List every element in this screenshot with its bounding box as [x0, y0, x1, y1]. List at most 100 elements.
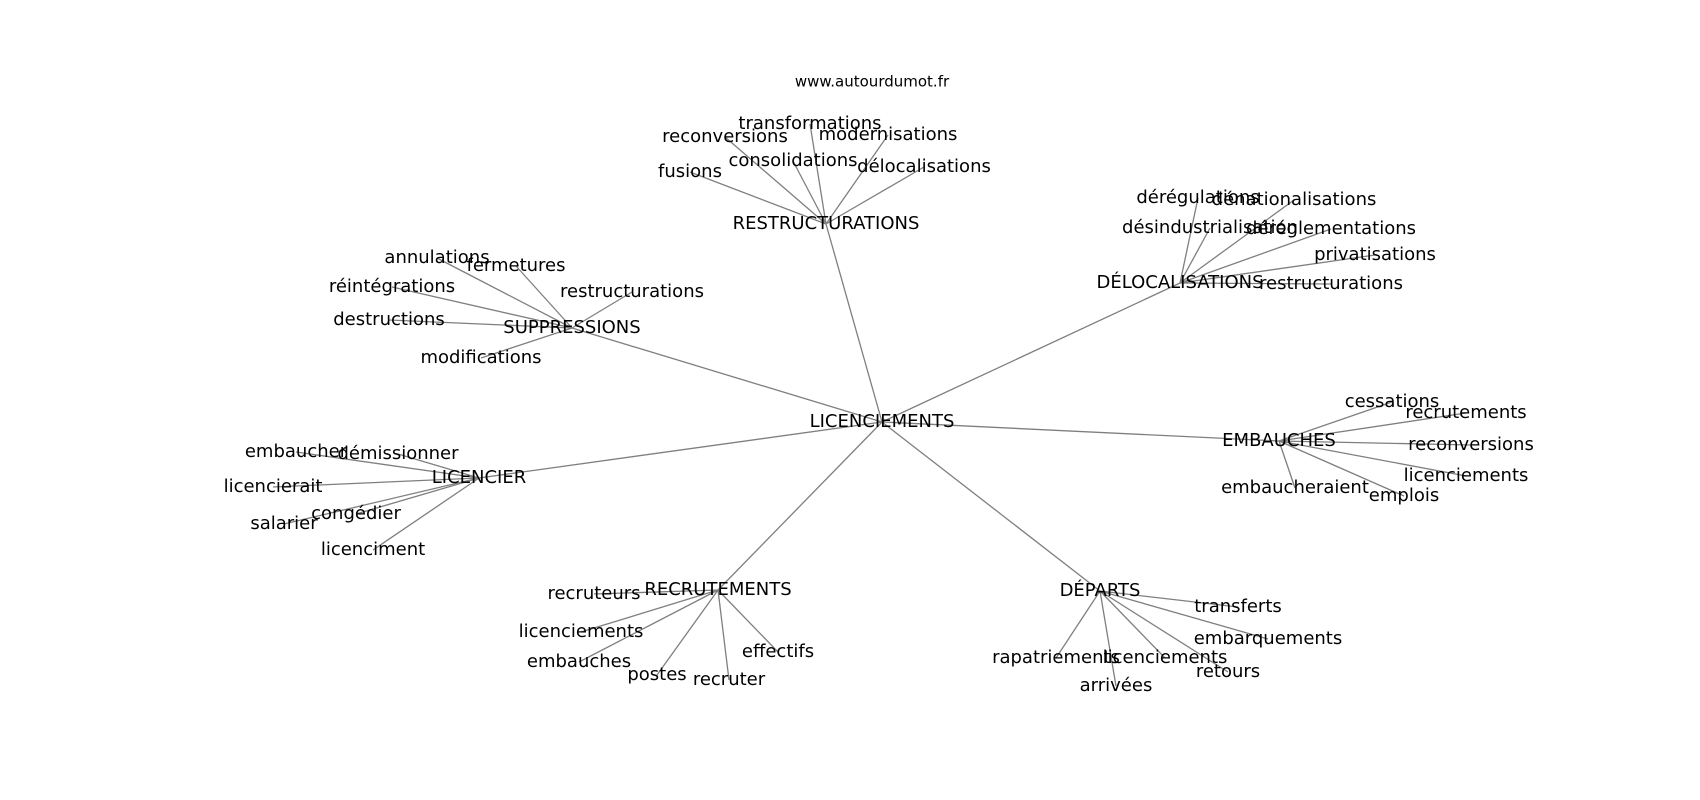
edge-group-2-word-4	[388, 319, 573, 329]
word-node-label: annulations	[384, 247, 489, 268]
edge-center-to-2	[571, 327, 883, 423]
word-node-label: reconversions	[1408, 434, 1534, 455]
edge-group-6-word-2	[1055, 590, 1101, 659]
edge-group-1-word-1	[1179, 199, 1295, 284]
word-node-label: transferts	[1194, 596, 1282, 617]
word-node-label: démissionner	[337, 443, 459, 464]
edge-group-6-word-0	[1099, 590, 1239, 608]
watermark-text: www.autourdumot.fr	[795, 73, 950, 91]
group-node-label: DÉPARTS	[1060, 579, 1141, 601]
edge-group-4-word-1	[397, 453, 480, 479]
word-node-label: licenciment	[321, 539, 425, 560]
word-node-label: rapatriements	[992, 647, 1120, 668]
edge-group-6-word-3	[1099, 590, 1166, 659]
edge-group-2-word-3	[571, 291, 633, 329]
word-node-label: cessations	[1345, 391, 1440, 412]
word-node-label: embauches	[527, 651, 631, 672]
word-node-label: embaucheraient	[1221, 477, 1369, 498]
edge-center-to-1	[881, 282, 1181, 423]
edge-group-6-word-4	[1099, 590, 1229, 673]
word-node-label: licenciements	[519, 621, 644, 642]
word-node-label: fusions	[658, 161, 722, 182]
word-node-label: désindustrialisation	[1122, 217, 1298, 238]
word-node-label: postes	[627, 664, 686, 685]
word-node-label: licencierait	[224, 476, 323, 497]
edge-group-5-word-5	[717, 589, 730, 681]
word-node-label: effectifs	[742, 641, 814, 662]
word-node-label: réintégrations	[329, 276, 455, 297]
group-node-label: LICENCIER	[432, 467, 527, 488]
edge-group-3-word-2	[1278, 440, 1472, 446]
edge-group-1-word-2	[1179, 227, 1211, 284]
word-node-label: emplois	[1369, 485, 1439, 506]
word-node-label: privatisations	[1314, 244, 1436, 265]
group-node-label: SUPPRESSIONS	[503, 317, 640, 338]
edge-group-1-word-5	[1179, 282, 1332, 285]
edge-group-1-word-0	[1179, 197, 1199, 284]
word-node-label: dérégulations	[1136, 187, 1259, 208]
word-node-label: embarquements	[1194, 628, 1343, 649]
edge-group-0-word-2	[825, 134, 889, 225]
edge-center-to-6	[881, 421, 1101, 592]
word-node-label: délocalisations	[857, 156, 991, 177]
word-node-label: embaucher	[245, 441, 348, 462]
edge-group-5-word-0	[593, 589, 719, 595]
edge-group-4-word-2	[272, 477, 480, 488]
edge-group-2-word-0	[436, 257, 573, 329]
word-node-label: dénationalisations	[1212, 189, 1377, 210]
group-node-label: RECRUTEMENTS	[644, 579, 791, 600]
edge-group-2-word-5	[480, 327, 573, 359]
word-node-label: reconversions	[662, 126, 788, 147]
word-node-label: congédier	[311, 503, 401, 524]
edge-group-4-word-0	[295, 451, 480, 479]
edge-group-3-word-5	[1278, 440, 1405, 497]
group-node-label: DÉLOCALISATIONS	[1096, 271, 1263, 293]
word-node-label: restructurations	[1259, 273, 1403, 294]
group-node-label: RESTRUCTURATIONS	[733, 213, 920, 234]
word-node-label: retours	[1196, 661, 1260, 682]
edge-group-2-word-2	[391, 286, 573, 329]
word-node-label: recruteurs	[547, 583, 640, 604]
edge-group-0-word-1	[724, 136, 827, 225]
edge-group-5-word-1	[580, 589, 719, 633]
word-node-label: modifications	[420, 347, 541, 368]
word-node-label: modernisations	[819, 124, 958, 145]
word-node-label: consolidations	[728, 150, 857, 171]
edge-group-0-word-3	[792, 160, 827, 225]
edge-group-1-word-4	[1179, 254, 1376, 284]
word-node-label: recrutements	[1405, 402, 1526, 423]
word-node-label: arrivées	[1080, 675, 1153, 696]
word-node-label: transformations	[738, 113, 881, 134]
edge-group-5-word-3	[717, 589, 779, 653]
graph-edges	[272, 123, 1472, 687]
edge-group-3-word-1	[1278, 412, 1467, 442]
edge-group-3-word-3	[1278, 440, 1467, 477]
edge-center-to-4	[478, 421, 883, 479]
edge-group-1-word-3	[1179, 228, 1332, 284]
edge-center-to-0	[825, 223, 883, 423]
edge-group-5-word-2	[578, 589, 719, 663]
word-node-label: destructions	[333, 309, 445, 330]
edge-group-4-word-4	[283, 477, 480, 525]
center-node-label: LICENCIEMENTS	[810, 411, 955, 432]
edge-group-4-word-3	[355, 477, 480, 515]
edge-group-3-word-0	[1278, 401, 1393, 442]
group-node-label: EMBAUCHES	[1222, 430, 1336, 451]
word-node-label: recruter	[693, 669, 766, 690]
edge-group-6-word-5	[1099, 590, 1117, 687]
word-node-label: fermetures	[466, 255, 565, 276]
edge-group-3-word-4	[1278, 440, 1296, 489]
word-node-label: licenciements	[1404, 465, 1529, 486]
edge-group-0-word-5	[825, 166, 925, 225]
edge-center-to-3	[881, 421, 1280, 442]
graph-labels: LICENCIEMENTS RESTRUCTURATIONS transformat…	[224, 113, 1534, 696]
edge-group-4-word-5	[372, 477, 480, 551]
edge-group-0-word-0	[809, 123, 827, 225]
word-node-label: restructurations	[560, 281, 704, 302]
word-node-label: salarier	[250, 513, 318, 534]
edge-group-5-word-4	[656, 589, 719, 676]
edge-group-2-word-1	[515, 265, 573, 329]
word-node-label: licenciements	[1103, 647, 1228, 668]
word-node-label: déréglementations	[1246, 218, 1416, 239]
